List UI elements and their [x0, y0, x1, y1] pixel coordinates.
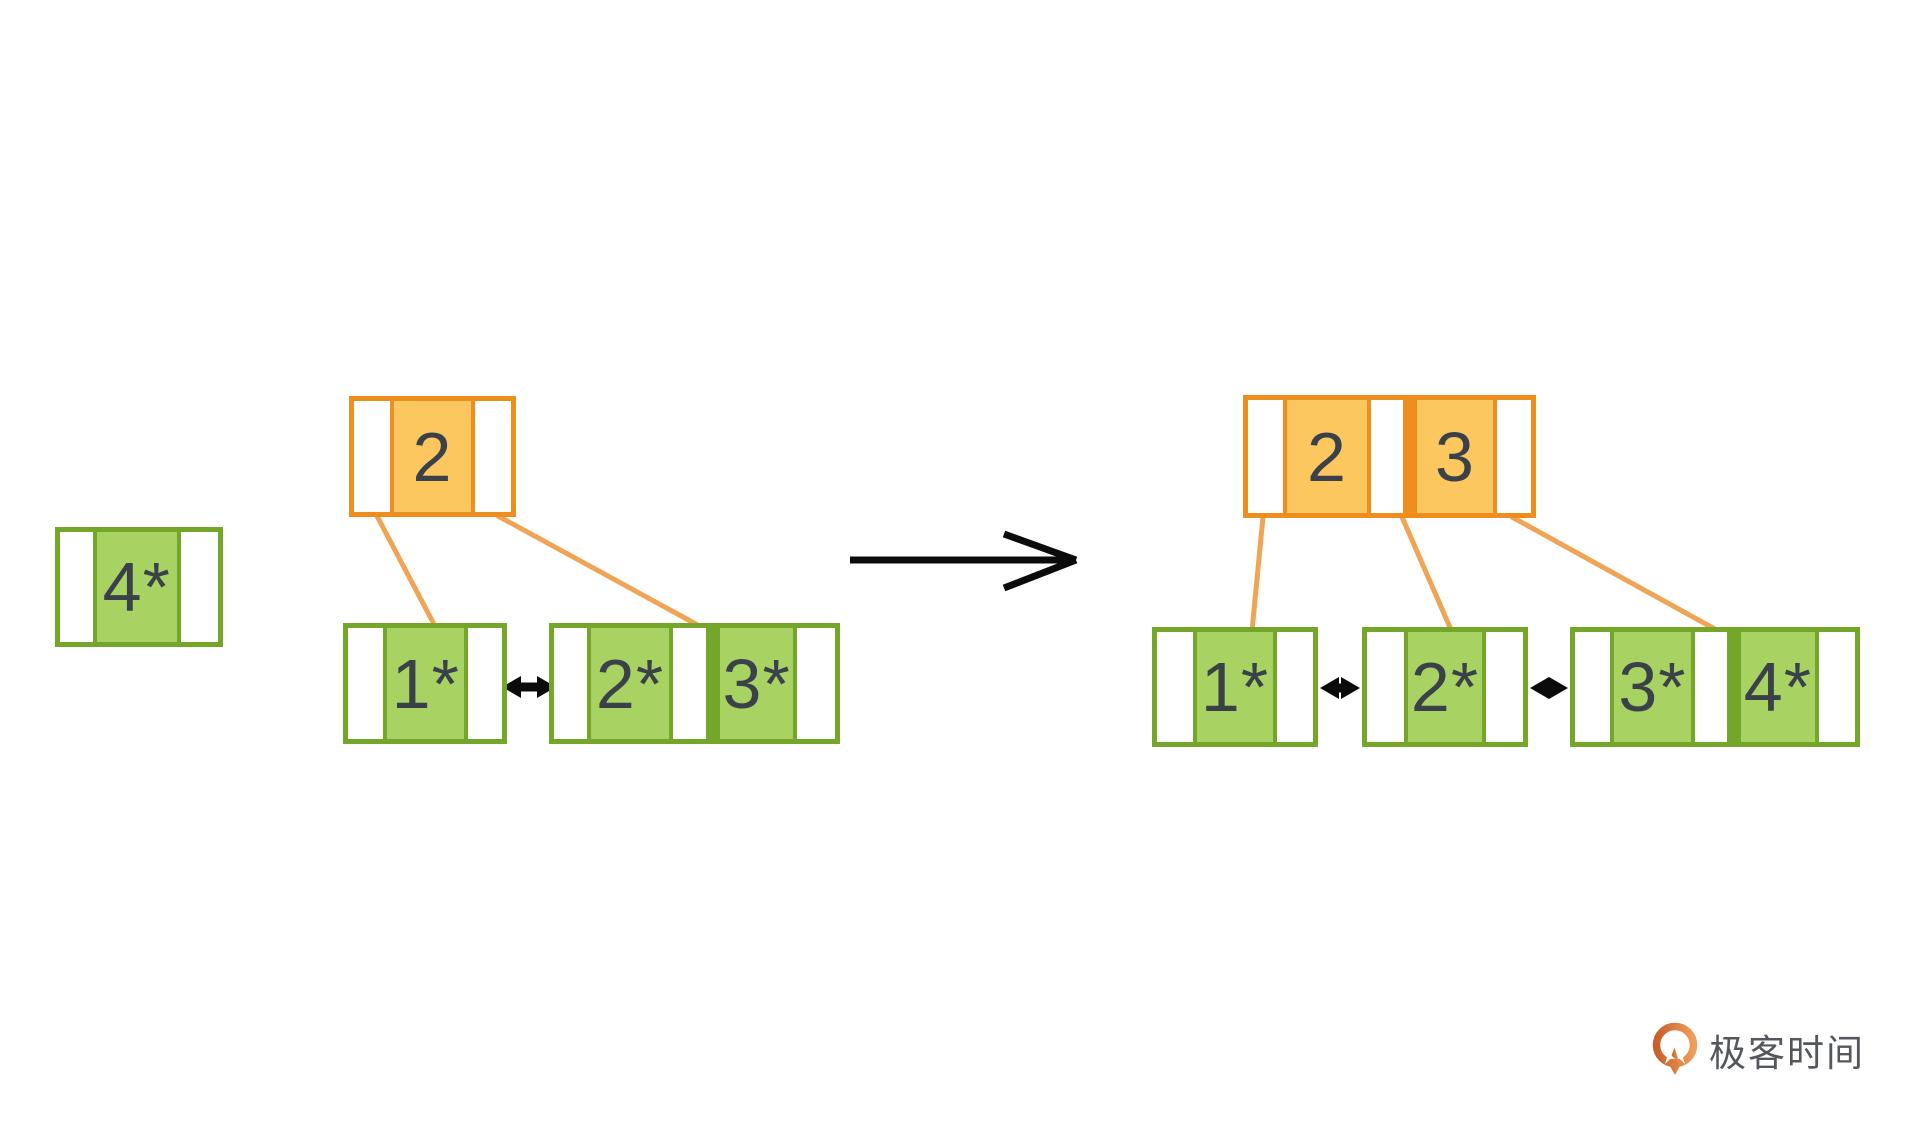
page-after-leaf-2: 2* [1362, 627, 1528, 747]
page-before-root: 2 [349, 396, 516, 517]
double-arrow-left-head [1320, 677, 1339, 699]
pointer-cell [1819, 632, 1855, 742]
record-cell: 2* [587, 628, 673, 739]
pointer-cell [1695, 632, 1727, 742]
pointer-cell [1277, 632, 1313, 742]
record-cell: 4* [1737, 632, 1819, 742]
record-label: 1* [391, 644, 460, 723]
record-label: 3* [1618, 648, 1687, 726]
pointer-cell [554, 628, 587, 739]
double-arrow-left-head [1530, 677, 1549, 699]
double-arrow-right-head [1549, 677, 1568, 699]
page-after-leaf-3b: 4* [1732, 627, 1860, 747]
pointer-cell [1248, 400, 1283, 513]
double-arrow-right-head [537, 676, 556, 698]
tree-connector-line [374, 513, 439, 631]
pointer-cell [354, 401, 390, 512]
tree-connector-line [1399, 514, 1455, 635]
record-cell: 3 [1413, 400, 1497, 513]
page-after-leaf-1: 1* [1152, 627, 1318, 747]
record-cell: 3* [716, 628, 798, 739]
page-before-leaf-1: 1* [343, 623, 507, 744]
pointer-cell [1486, 632, 1523, 742]
page-after-leaf-3a: 3* [1570, 627, 1732, 747]
record-label: 3 [1434, 417, 1475, 496]
pointer-cell [673, 628, 706, 739]
pointer-cell [475, 401, 511, 512]
page-before-leaf-2a: 2* [549, 623, 711, 744]
page-before-leaf-2b: 3* [711, 623, 840, 744]
record-label: 3* [722, 644, 791, 723]
tree-connector-line [495, 513, 708, 632]
record-cell: 3* [1609, 632, 1696, 742]
record-label: 1* [1200, 648, 1270, 726]
record-label: 4* [1743, 648, 1812, 726]
record-cell: 2* [1404, 632, 1486, 742]
pointer-cell [468, 628, 502, 739]
pointer-cell [348, 628, 383, 739]
record-cell: 1* [1192, 632, 1278, 742]
record-label: 2 [1307, 417, 1347, 496]
record-label: 4* [102, 548, 171, 626]
record-cell: 4* [93, 532, 181, 642]
double-arrow-right-head [1341, 677, 1360, 699]
pointer-cell [1575, 632, 1610, 742]
pointer-cell [181, 532, 219, 642]
record-cell: 2 [1283, 400, 1371, 513]
tree-connector-line [1509, 514, 1725, 636]
record-label: 2 [412, 417, 453, 496]
record-label: 2* [1410, 648, 1480, 726]
pointer-cell [797, 628, 835, 739]
record-label: 2* [595, 644, 665, 723]
geektime-logo-text: 极客时间 [1709, 1033, 1865, 1074]
tree-connector-line [1249, 514, 1266, 634]
page-orphan-4: 4* [55, 527, 223, 647]
record-cell: 1* [383, 628, 469, 739]
pointer-cell [1367, 632, 1404, 742]
pointer-cell [60, 532, 93, 642]
geektime-logo: 极客时间 [1650, 1022, 1865, 1078]
record-cell: 2 [389, 401, 476, 512]
transform-arrow-head-lower [1002, 556, 1078, 592]
page-after-root-a: 2 [1243, 395, 1408, 518]
transform-arrow-head-upper [1002, 530, 1078, 564]
pointer-cell [1157, 632, 1193, 742]
double-arrow-left-head [502, 676, 521, 698]
pointer-cell [1371, 400, 1403, 513]
geektime-logo-icon [1652, 1022, 1698, 1075]
pointer-cell [1497, 400, 1531, 513]
page-after-root-b: 3 [1408, 395, 1536, 518]
